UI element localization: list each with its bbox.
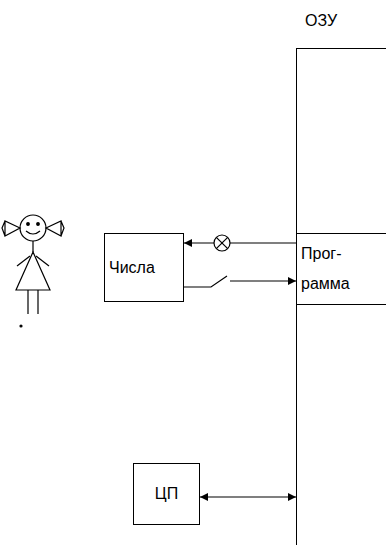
block-box: ЦП [133,463,200,525]
box-label: ЦП [155,484,178,504]
memory-region-box: Прог- рамма [296,233,386,305]
box-label: Прог- рамма [301,239,359,300]
data-link [200,496,296,497]
block-box: ОЗУПрог- рамма [296,48,386,545]
switched-link [184,276,296,287]
block-box: Числа [104,233,184,302]
girl-figure [2,215,64,327]
lamp-symbol [214,235,230,251]
box-label: Числа [109,258,155,278]
region-heading: ОЗУ [305,11,337,31]
data-link [184,242,296,243]
